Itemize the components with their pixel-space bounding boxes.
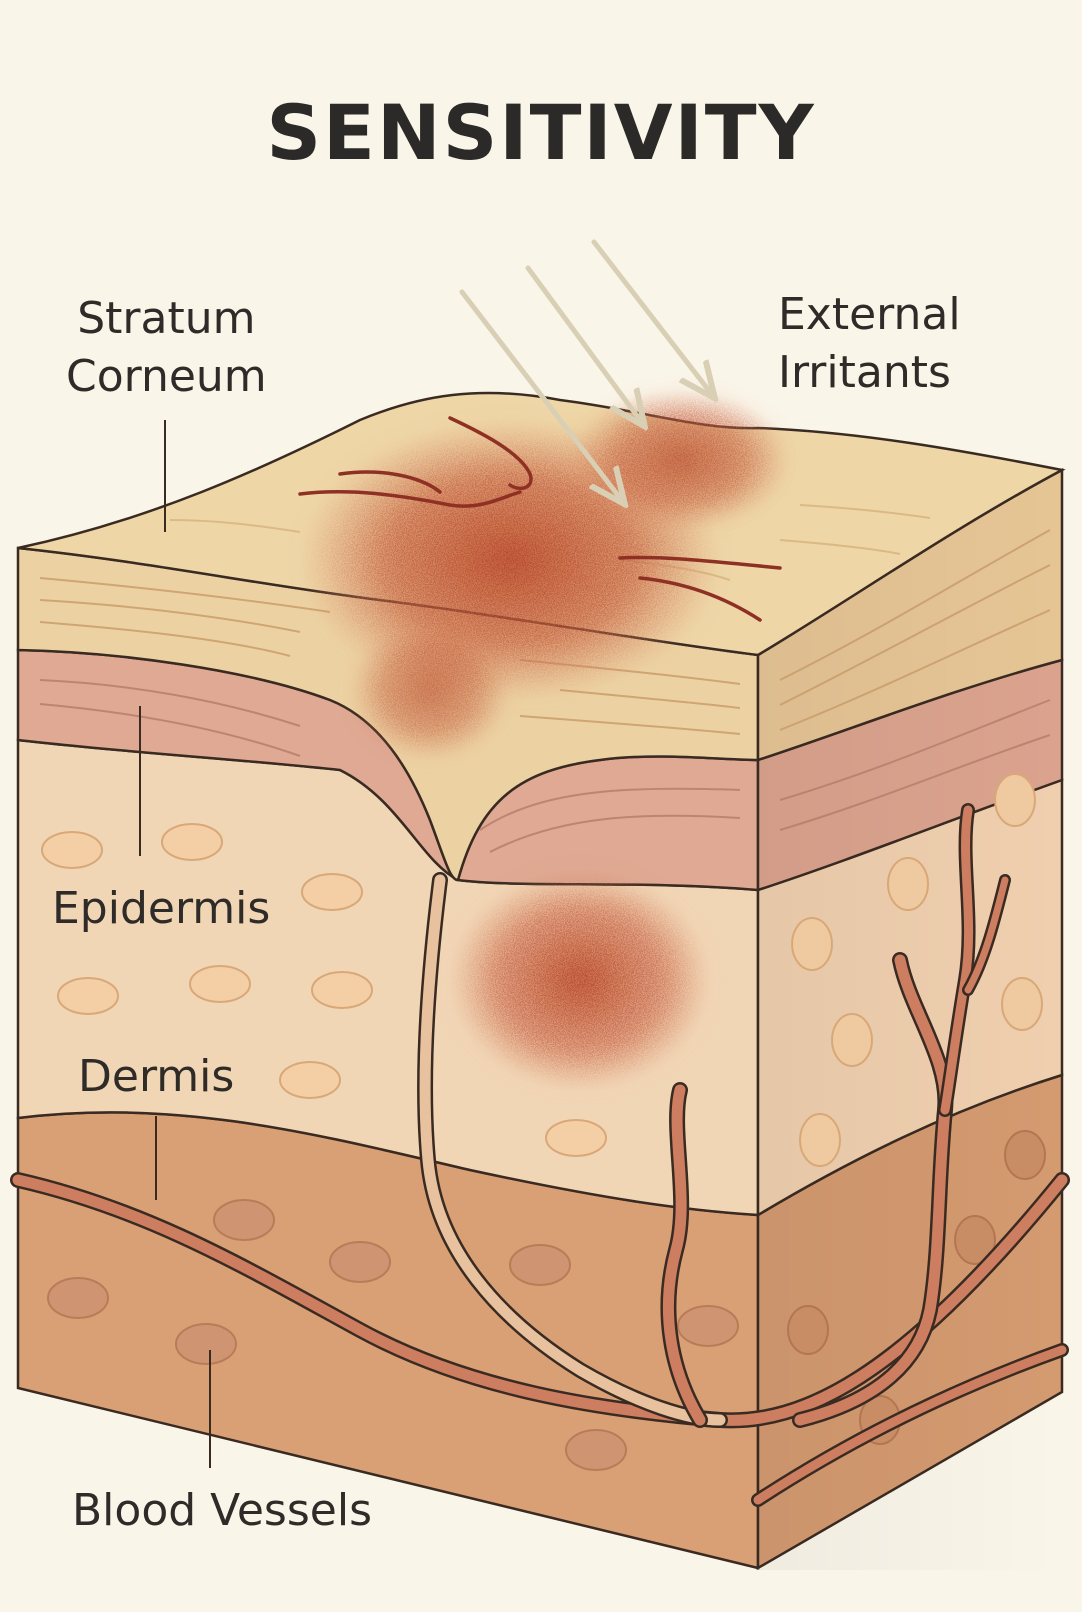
diagram-title: SENSITIVITY bbox=[266, 88, 816, 177]
label-dermis: Dermis bbox=[78, 1051, 235, 1102]
inflamed-area-dermis bbox=[450, 870, 710, 1090]
skin-cracks bbox=[298, 416, 782, 622]
irritant-arrows bbox=[459, 239, 710, 498]
dermis-cells bbox=[41, 823, 607, 1157]
right-face bbox=[756, 460, 1064, 1571]
blood-vessels-network bbox=[10, 803, 1070, 1507]
label-external-irritants: External Irritants bbox=[778, 289, 961, 398]
label-blood-vessels: Blood Vessels bbox=[72, 1485, 372, 1536]
label-epidermis: Epidermis bbox=[52, 883, 271, 934]
label-stratum-corneum: Stratum Corneum bbox=[66, 293, 267, 402]
subcutis-cells bbox=[47, 1199, 739, 1471]
leader-lines bbox=[139, 420, 211, 1468]
front-face bbox=[16, 546, 760, 1570]
